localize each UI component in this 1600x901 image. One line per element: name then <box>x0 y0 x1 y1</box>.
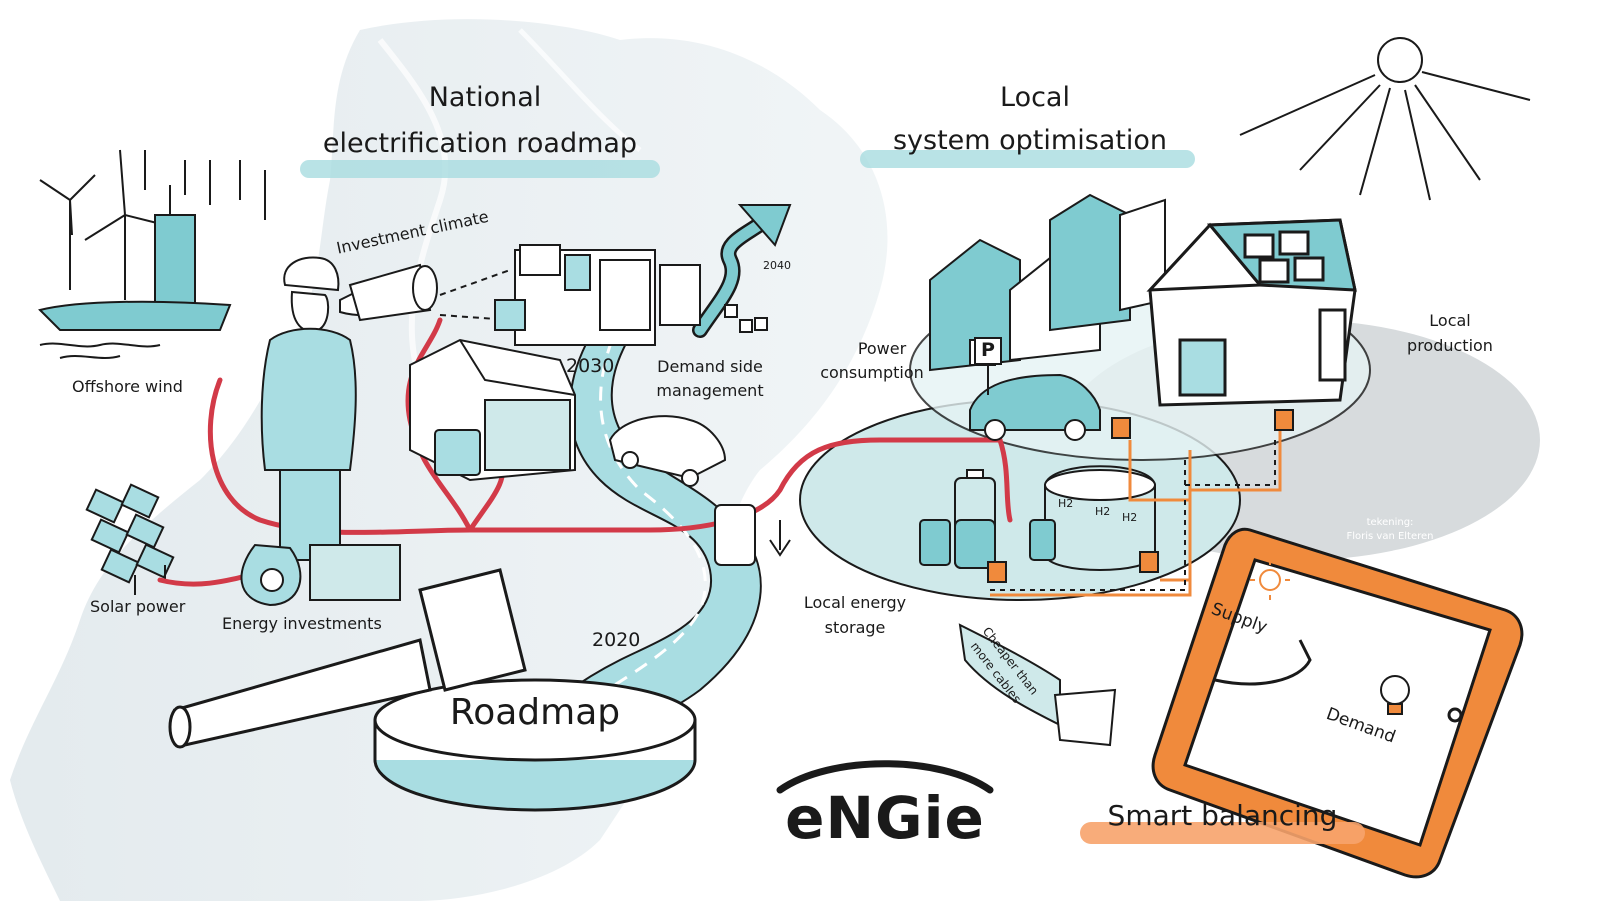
smart-balancing-title: Smart balancing <box>1107 799 1338 832</box>
cable-pot-icon <box>958 623 1117 747</box>
lightbulb-icon <box>1380 675 1410 715</box>
left-title-line1: National <box>428 82 542 113</box>
factory-icon <box>494 244 768 346</box>
power-consumption-label-line1: Power <box>857 339 907 358</box>
smart-grid-lines <box>990 430 1282 597</box>
small-sun-icon <box>1250 560 1290 600</box>
energy-investments-label: Energy investments <box>222 614 382 633</box>
power-consumption-label-line2: consumption <box>820 363 924 382</box>
local-storage-label-line2: storage <box>824 618 886 637</box>
logo-arc <box>776 760 994 794</box>
demand-side-management-label-line2: management <box>656 381 764 400</box>
gavel-icon <box>168 568 697 812</box>
credit-label-line1: tekening: <box>1366 517 1414 528</box>
greenhouse-icon <box>409 338 576 482</box>
money-bag-icon <box>240 543 401 607</box>
gavel-roadmap-label: Roadmap <box>449 692 621 733</box>
tablet-icon <box>1151 527 1524 879</box>
telescope-icon <box>348 263 438 322</box>
year-2020-label: 2020 <box>592 629 641 651</box>
engie-logo: eNGie <box>785 784 985 852</box>
car-icon <box>608 415 727 487</box>
left-title-line2: electrification roadmap <box>322 128 638 159</box>
offshore-wind-label: Offshore wind <box>72 377 183 396</box>
right-title-line2: system optimisation <box>892 125 1168 156</box>
parking-sign-icon <box>974 337 1002 395</box>
h2-label-2: H2 <box>1095 505 1111 518</box>
credit-label-line2: Floris van Elteren <box>1346 531 1434 542</box>
hydrogen-tank-icon <box>1029 465 1156 571</box>
h2-label-1: H2 <box>1058 497 1074 510</box>
solar-power-label: Solar power <box>90 597 186 616</box>
wind-turbine-icon <box>38 149 266 359</box>
solar-panel-icon <box>85 483 175 595</box>
h2-label-3: H2 <box>1122 511 1138 524</box>
warning-icon <box>987 409 1294 583</box>
local-production-label-line1: Local <box>1429 311 1471 330</box>
battery-icon <box>919 469 996 569</box>
year-2030-label: 2030 <box>566 355 615 377</box>
local-storage-label-line1: Local energy <box>803 593 907 612</box>
year-2040-label: 2040 <box>763 259 791 272</box>
local-production-label-line2: production <box>1407 336 1493 355</box>
sun-icon <box>1239 37 1531 201</box>
demand-side-management-label-line1: Demand side <box>657 357 763 376</box>
barrel-icon <box>714 504 756 566</box>
parking-sign-label: P <box>981 339 995 361</box>
arrow-down-icon <box>769 520 791 557</box>
right-title-line1: Local <box>1000 82 1070 113</box>
house-icon <box>1146 218 1357 407</box>
electric-car-icon <box>969 373 1101 441</box>
